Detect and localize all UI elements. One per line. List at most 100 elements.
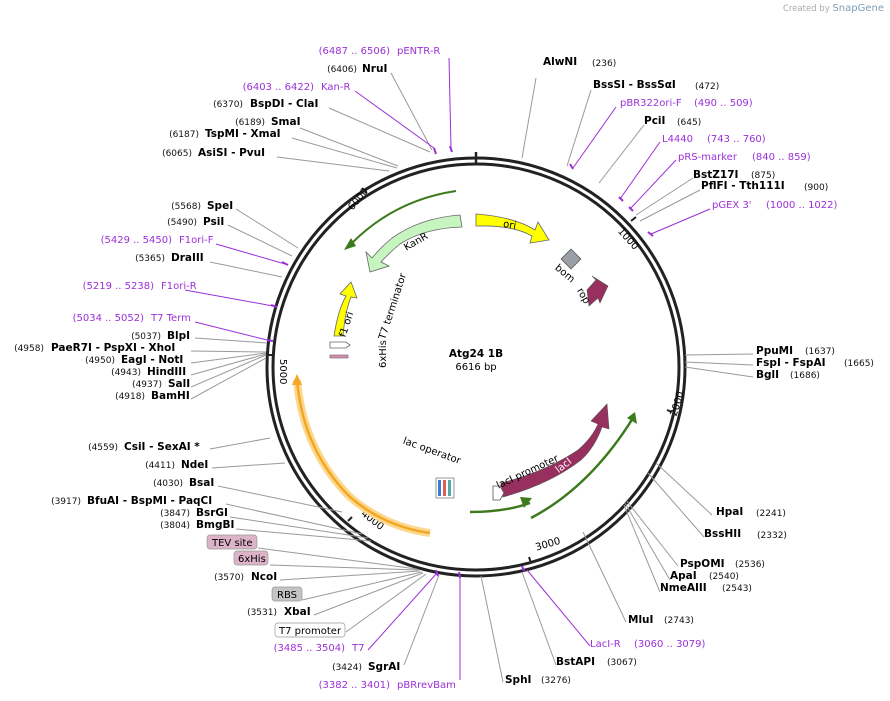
site-pflfi[interactable]: PflFI - Tth111I xyxy=(701,180,785,192)
insert-arc-glow xyxy=(293,379,431,537)
kanr-arrow xyxy=(365,214,463,273)
snapgene-branding: Created by SnapGene xyxy=(783,3,884,14)
site-csii-pos: (4559) xyxy=(88,443,118,453)
site-asisi-pos: (6065) xyxy=(162,149,192,159)
t7-promoter-box[interactable] xyxy=(274,622,346,638)
site-bmgbi-pos: (3804) xyxy=(160,521,190,531)
site-paer7i[interactable]: PaeR7I - PspXI - XhoI xyxy=(51,342,175,354)
primer-prs-marker-pos: (840 .. 859) xyxy=(752,152,811,163)
site-apai[interactable]: ApaI xyxy=(670,570,697,582)
site-tspmi[interactable]: TspMI - XmaI xyxy=(205,128,281,140)
site-bmgbi[interactable]: BmgBI xyxy=(196,519,234,531)
his-marker xyxy=(329,354,349,359)
site-blpi[interactable]: BlpI xyxy=(167,330,190,342)
his6-box[interactable] xyxy=(233,550,269,566)
t7-promoter-label: T7 promoter xyxy=(278,626,342,637)
site-psii-pos: (5490) xyxy=(167,218,197,228)
primer-f1ori-r-pos: (5219 .. 5238) xyxy=(83,281,155,292)
primer-laci-r[interactable]: LacI-R xyxy=(590,639,621,650)
site-hpai[interactable]: HpaI xyxy=(716,506,743,518)
laci-promoter-marker xyxy=(492,485,505,501)
primer-pgex3-pos: (1000 .. 1022) xyxy=(766,200,838,211)
site-paer7i-pos: (4958) xyxy=(14,344,44,354)
site-apai-pos: (2540) xyxy=(709,572,739,582)
site-spei[interactable]: SpeI xyxy=(207,200,233,212)
ori-label: ori xyxy=(502,219,517,232)
primer-kan-r[interactable]: Kan-R xyxy=(321,82,350,93)
site-pspomi-pos: (2536) xyxy=(735,560,765,570)
tick-1000: 1000 xyxy=(615,226,640,252)
rbs-box[interactable] xyxy=(271,586,303,602)
site-smai[interactable]: SmaI xyxy=(271,116,301,128)
site-nmeaiii[interactable]: NmeAIII xyxy=(660,582,707,594)
tick-5000: 5000 xyxy=(277,359,288,384)
site-sgrai[interactable]: SgrAI xyxy=(368,661,400,673)
site-spei-pos: (5568) xyxy=(171,202,201,212)
tev-site-box[interactable] xyxy=(206,534,258,550)
site-fspi[interactable]: FspI - FspAI xyxy=(756,357,826,369)
site-alwni[interactable]: AlwNI xyxy=(543,56,577,68)
site-bsshii-pos: (2332) xyxy=(757,531,787,541)
site-ncoi[interactable]: NcoI xyxy=(251,571,277,583)
primer-pbr322ori-f[interactable]: pBR322ori-F xyxy=(620,98,682,109)
site-eagi[interactable]: EagI - NotI xyxy=(121,354,183,366)
site-bgli[interactable]: BglI xyxy=(756,369,779,381)
site-pspomi[interactable]: PspOMI xyxy=(680,558,725,570)
site-mlui[interactable]: MluI xyxy=(628,614,653,626)
site-bstz17i-pos: (875) xyxy=(751,171,775,181)
primer-f1ori-r[interactable]: F1ori-R xyxy=(161,281,197,292)
primer-prs-marker[interactable]: pRS-marker xyxy=(678,152,738,163)
site-bstapi[interactable]: BstAPI xyxy=(556,656,595,668)
site-smai-pos: (6189) xyxy=(235,118,265,128)
primer-laci-r-pos: (3060 .. 3079) xyxy=(634,639,706,650)
site-tspmi-pos: (6187) xyxy=(169,130,199,140)
site-ndei[interactable]: NdeI xyxy=(181,459,208,471)
ori-arrow xyxy=(475,213,550,244)
laci-arc-inner xyxy=(469,501,531,514)
site-bfuai[interactable]: BfuAI - BspMI - PaqCI xyxy=(87,495,212,507)
f1ori-arrow xyxy=(333,281,358,337)
t7-terminator-marker xyxy=(329,341,351,349)
site-psii[interactable]: PsiI xyxy=(203,216,224,228)
primer-f1ori-f[interactable]: F1ori-F xyxy=(179,235,214,246)
site-bsssi[interactable]: BssSI - BssSαI xyxy=(593,79,676,91)
site-asisi[interactable]: AsiSI - PvuI xyxy=(198,147,265,159)
site-pcii[interactable]: PciI xyxy=(644,115,665,127)
primer-pentr-r[interactable]: pENTR-R xyxy=(397,46,440,57)
primer-t7term-pos: (5034 .. 5052) xyxy=(73,313,145,324)
right-labels: AlwNI (236) BssSI - BssSαI (472) pBR322o… xyxy=(505,56,874,686)
site-bsshii[interactable]: BssHII xyxy=(704,528,741,540)
bom-marker xyxy=(560,248,582,270)
site-blpi-pos: (5037) xyxy=(131,332,161,342)
left-leaders xyxy=(184,57,461,680)
primer-f1ori-f-pos: (5429 .. 5450) xyxy=(101,235,173,246)
plasmid-length: 6616 bp xyxy=(455,362,496,373)
site-csii[interactable]: CsiI - SexAI * xyxy=(124,441,200,453)
branding-name: SnapGene xyxy=(832,3,884,14)
site-bamhi[interactable]: BamHI xyxy=(151,390,190,402)
site-bamhi-pos: (4918) xyxy=(115,392,145,402)
site-bsrgi[interactable]: BsrGI xyxy=(196,507,228,519)
feature-boxes: TEV site 6xHis RBS T7 promoter xyxy=(206,534,346,638)
insert-arc xyxy=(295,379,431,535)
primer-l4440[interactable]: L4440 xyxy=(662,134,693,145)
site-eagi-pos: (4950) xyxy=(85,356,115,366)
site-draiii[interactable]: DraIII xyxy=(171,252,204,264)
primer-pbrrevbam-pos: (3382 .. 3401) xyxy=(319,680,391,691)
site-bsai[interactable]: BsaI xyxy=(189,477,214,489)
site-sali[interactable]: SalI xyxy=(168,378,190,390)
site-xbai[interactable]: XbaI xyxy=(284,606,311,618)
site-sphi[interactable]: SphI xyxy=(505,674,531,686)
site-ppumi[interactable]: PpuMI xyxy=(756,345,793,357)
primer-pbrrevbam[interactable]: pBRrevBam xyxy=(397,680,456,691)
site-bstz17i[interactable]: BstZ17I xyxy=(693,169,738,181)
primer-pbr322ori-f-pos: (490 .. 509) xyxy=(694,98,753,109)
site-hindiii[interactable]: HindIII xyxy=(147,366,186,378)
primer-t7term[interactable]: T7 Term xyxy=(150,313,191,324)
site-bspdi[interactable]: BspDI - ClaI xyxy=(250,98,318,110)
primer-t7[interactable]: T7 xyxy=(351,643,364,654)
site-ndei-pos: (4411) xyxy=(145,461,175,471)
site-sgrai-pos: (3424) xyxy=(332,663,362,673)
primer-pgex3[interactable]: pGEX 3' xyxy=(712,200,752,211)
site-nrui[interactable]: NruI xyxy=(362,63,387,75)
